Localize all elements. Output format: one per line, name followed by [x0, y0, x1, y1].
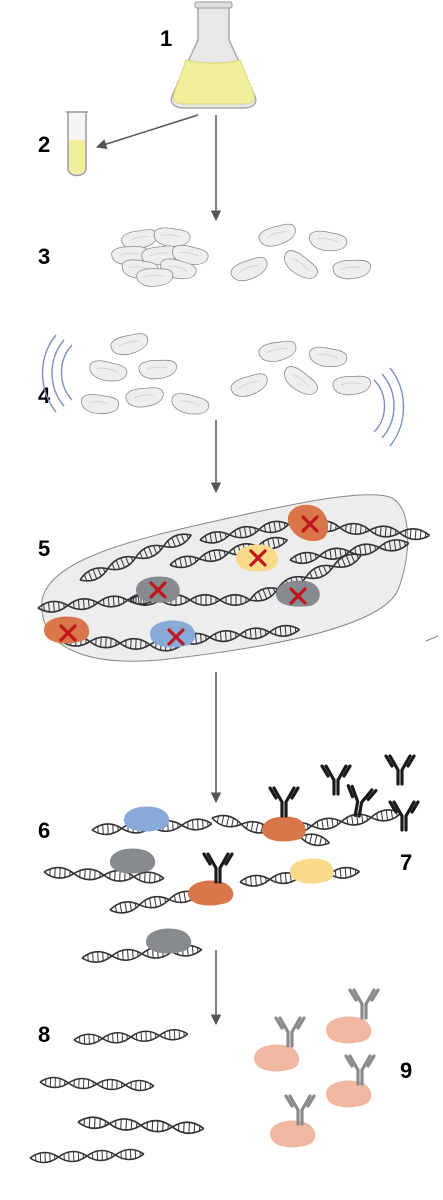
- flask-icon: [170, 1, 257, 109]
- nucleus-edge-mark: [425, 635, 439, 642]
- cell-cluster-step-3: [110, 226, 210, 288]
- protein-antibody-complex-step-9: [254, 988, 380, 1148]
- step-label-9: 9: [400, 1058, 412, 1083]
- protein-blob-icon-step-6: [110, 806, 334, 954]
- arrow-1-to-2: [95, 114, 199, 150]
- step-label-2: 2: [38, 132, 50, 157]
- step-label-5: 5: [38, 536, 50, 561]
- step-label-4: 4: [38, 383, 51, 408]
- step-label-8: 8: [38, 1022, 50, 1047]
- cells-scattered-step-3: [228, 220, 372, 286]
- step-label-6: 6: [38, 818, 50, 843]
- step-label-3: 3: [38, 244, 50, 269]
- step-label-1: 1: [160, 26, 172, 51]
- sound-wave-icon: [41, 334, 405, 447]
- cells-step-4: [80, 330, 372, 418]
- step-label-7: 7: [400, 850, 412, 875]
- dna-purified-step-8: [29, 1028, 205, 1164]
- test-tube-icon: [66, 111, 88, 177]
